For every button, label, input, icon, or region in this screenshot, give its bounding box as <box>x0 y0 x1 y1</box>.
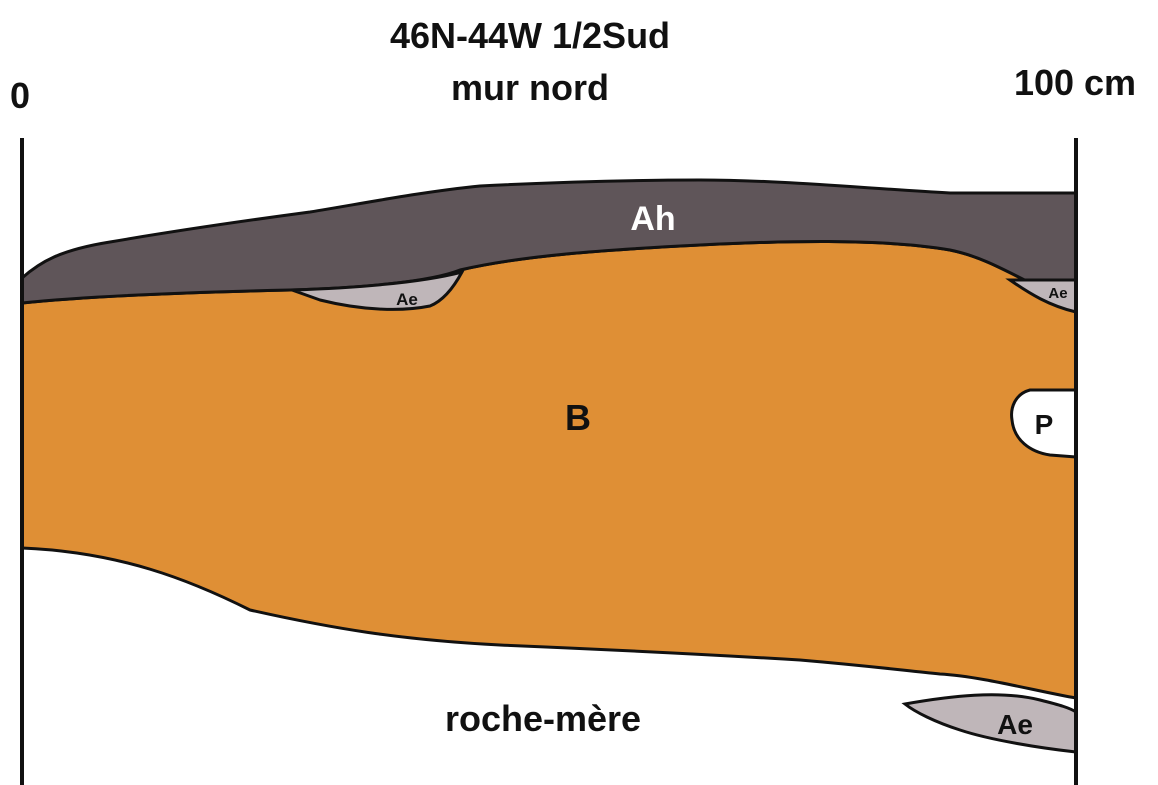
p-label: P <box>1035 409 1054 440</box>
title-line-2: mur nord <box>451 67 609 108</box>
ae-left-label: Ae <box>396 290 418 309</box>
title-line-1: 46N-44W 1/2Sud <box>390 15 670 56</box>
scale-start-label: 0 <box>10 75 30 116</box>
bedrock-label: roche-mère <box>445 698 641 739</box>
ae-right-top-label: Ae <box>1048 285 1067 302</box>
ae-bottom-label: Ae <box>997 709 1033 740</box>
ah-label: Ah <box>630 200 675 238</box>
scale-end-label: 100 cm <box>1014 62 1136 103</box>
b-label: B <box>565 397 591 438</box>
ae-lens-bottom <box>905 695 1076 752</box>
b-horizon <box>22 241 1076 698</box>
